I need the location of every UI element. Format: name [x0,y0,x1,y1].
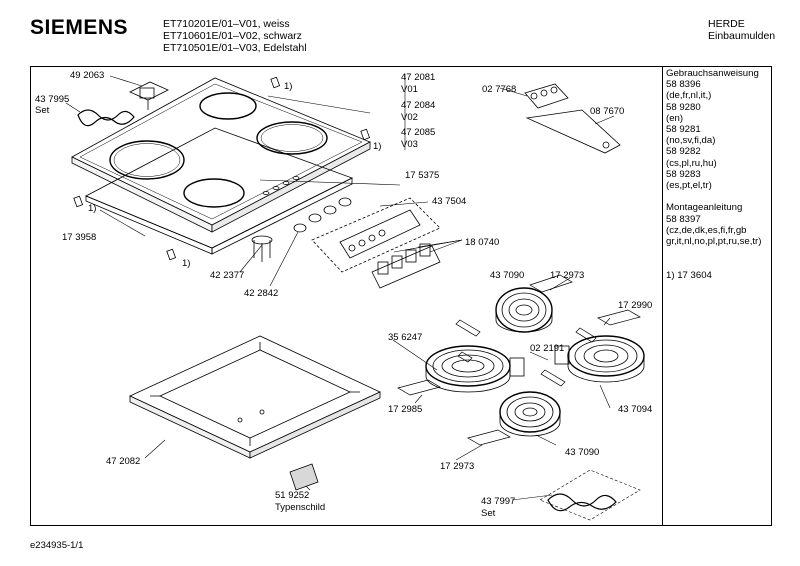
part-label-437090-2: 43 7090 [565,447,600,458]
radiant-heater-3 [567,335,645,383]
part-label-472084: 47 2084 [401,100,436,111]
part-label-519252: 51 9252 [275,490,310,501]
part-label-422842: 42 2842 [244,288,279,299]
part-label-472081: 47 2081 [401,72,436,83]
doc-line-spacer [666,247,770,258]
doc-line: (en) [666,112,684,124]
part-label-022191: 02 2191 [530,343,565,354]
control-knobs [293,197,352,233]
part-label-087670: 08 7670 [590,106,625,117]
set-label-2: Set [481,508,496,519]
part-label-437504: 43 7504 [432,196,467,207]
doc-line: 58 8397 [666,213,701,225]
doc-line-spacer [666,191,770,202]
heating-element-set-2 [547,493,617,512]
doc-line: 58 9283 [666,168,701,180]
doc-line: 58 9281 [666,124,701,136]
diagram-frame [30,66,772,526]
doc-line: gr,it,nl,no,pl,pt,ru,se,tr) [666,236,762,248]
model-line-2: ET710601E/01–V02, schwarz [163,30,302,42]
part-label-422377: 42 2377 [210,270,245,281]
doc-line: 58 9282 [666,146,701,158]
variant-v01: V01 [401,84,418,95]
category-line-1: HERDE [708,18,745,30]
set-label-1: Set [35,105,50,116]
footnote-marker-3: 1) [88,203,97,214]
typenschild-label: Typenschild [275,502,326,513]
doc-line: (no,sv,fi,da) [666,135,716,147]
part-label-492063: 49 2063 [70,70,105,81]
part-label-437997: 43 7997 [481,496,516,507]
cooktop-frame [85,127,354,255]
part-label-437995: 43 7995 [35,94,70,105]
doc-line: (cs,pl,ru,hu) [666,157,717,169]
doc-line: 58 8396 [666,79,701,91]
part-label-172973-1: 17 2973 [550,270,585,281]
mounting-springs [397,274,641,446]
cooktop-glass [71,77,371,233]
temperature-limiter-2 [554,345,570,365]
doc-line: Montageanleitung [666,202,743,214]
heating-element-set-1 [77,109,135,127]
rating-plate [289,463,319,491]
radiant-heater-1 [495,287,553,333]
category-line-2: Einbaumulden [708,30,776,42]
documentation-sidebar: Gebrauchsanweisung 58 8396 (de,fr,nl,it,… [666,68,770,281]
part-label-356247: 35 6247 [388,332,423,343]
model-line-3: ET710501E/01–V03, Edelstahl [163,42,307,54]
part-label-172990: 17 2990 [618,300,653,311]
part-label-437090-1: 43 7090 [490,270,525,281]
footnote-marker-2: 1) [373,141,382,152]
doc-line: Gebrauchsanweisung [666,68,759,79]
footnote-marker-1: 1) [284,81,293,92]
variant-v03: V03 [401,139,418,150]
part-label-173958: 17 3958 [62,232,97,243]
part-label-472085: 47 2085 [401,127,436,138]
part-label-027768: 02 7768 [482,84,517,95]
scraper-tool [524,83,621,154]
part-label-172973-2: 17 2973 [440,461,475,472]
doc-footnote: 1) 17 3604 [666,269,712,281]
control-panel [311,197,441,273]
footnote-marker-4: 1) [182,258,191,269]
doc-line-spacer [666,258,770,269]
model-line-1: ET710201E/01–V01, weiss [163,18,290,30]
bracket-part [129,81,169,110]
variant-v02: V02 [401,112,418,123]
siemens-logo: SIEMENS [30,16,129,39]
part-label-175375: 17 5375 [405,170,440,181]
radiant-heater-4 [499,391,561,437]
temperature-limiter-1 [509,357,525,377]
part-label-437094: 43 7094 [618,404,653,415]
bottom-tray [129,335,381,459]
doc-line: (de,fr,nl,it,) [666,90,712,102]
part-label-180740: 18 0740 [465,237,500,248]
part-label-472082: 47 2082 [106,456,141,467]
switch-block [371,243,441,289]
part-label-172985: 17 2985 [388,404,423,415]
doc-line: (cz,de,dk,es,fi,fr,gb [666,224,747,236]
control-module [339,209,421,259]
radiant-heater-2 [425,345,511,393]
document-code: e234935-1/1 [30,540,84,551]
spring-clip [251,235,273,262]
sidebar-divider [662,66,663,526]
doc-line: 58 9280 [666,101,701,113]
doc-line: (es,pt,el,tr) [666,180,712,192]
